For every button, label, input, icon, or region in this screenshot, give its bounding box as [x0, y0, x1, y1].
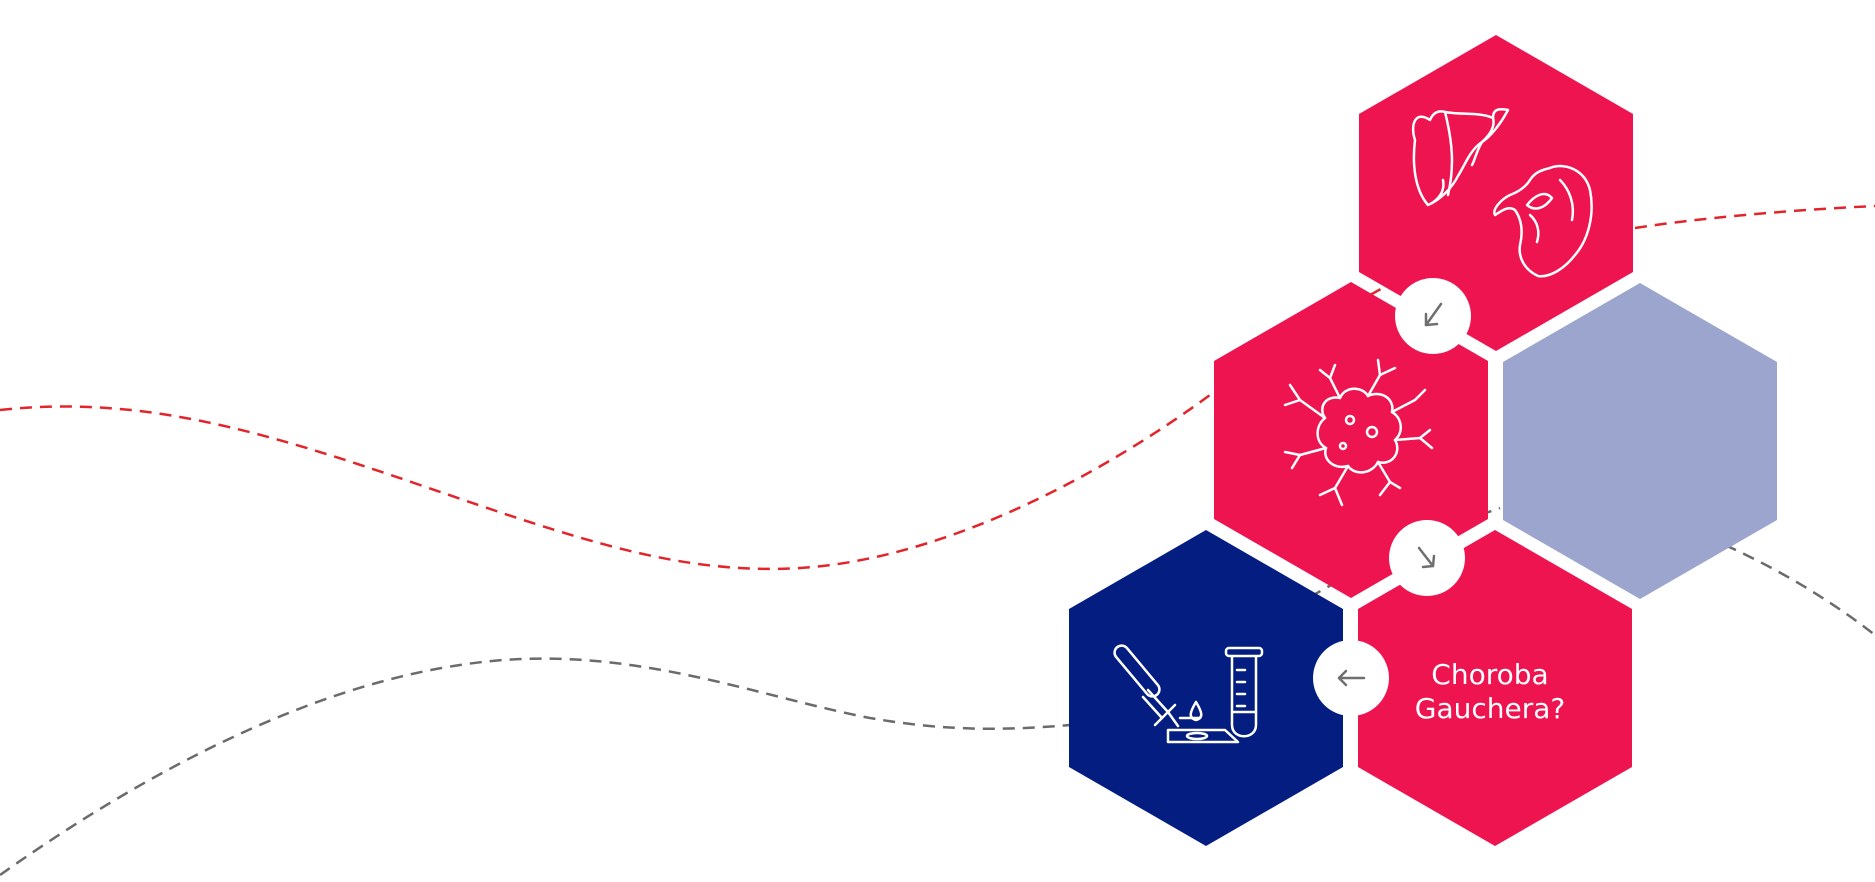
- bone-marrow-cell-icon: [1283, 358, 1434, 507]
- gaucher-question-hexagon: [1358, 530, 1632, 846]
- arrow-connector-3: [1313, 640, 1389, 716]
- arrow-left-icon: [1337, 669, 1366, 687]
- arrow-down-right-icon: [1417, 546, 1436, 569]
- lab-test-hexagon: [1069, 530, 1343, 846]
- gray-dashed-curve-right: [1724, 543, 1875, 636]
- arrow-connector-1: [1395, 278, 1471, 354]
- bone-marrow-cells-hexagon: [1214, 282, 1488, 598]
- lab-test-icon: [1113, 644, 1264, 744]
- gaucher-label-line-1: Choroba: [1431, 658, 1548, 691]
- empty-lavender-hexagon: [1503, 283, 1777, 599]
- arrow-connector-2: [1389, 520, 1465, 596]
- liver-spleen-hexagon: [1359, 35, 1633, 351]
- gray-dashed-curve-left: [0, 657, 1071, 877]
- arrow-down-left-icon: [1424, 302, 1443, 327]
- liver-spleen-icon: [1411, 108, 1593, 278]
- red-dashed-curve-left: [0, 393, 1211, 571]
- red-dashed-curve-right: [1634, 204, 1875, 230]
- gaucher-label-line-2: Gauchera?: [1415, 692, 1566, 725]
